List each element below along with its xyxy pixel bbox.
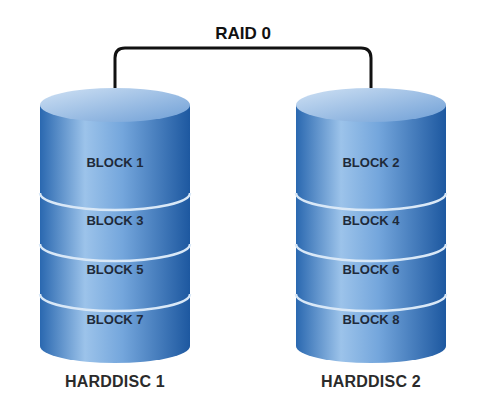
disk-cylinder: HARDDISC 2BLOCK 2BLOCK 4BLOCK 6BLOCK 8 xyxy=(296,88,446,363)
block-label: BLOCK 7 xyxy=(40,312,190,327)
block-label: BLOCK 6 xyxy=(296,262,446,277)
data-block-band: BLOCK 6 xyxy=(296,246,446,294)
data-block-band: BLOCK 2 xyxy=(296,138,446,188)
disk-label: HARDDISC 2 xyxy=(266,373,476,391)
raid-connector xyxy=(115,48,371,88)
block-label: BLOCK 4 xyxy=(296,213,446,228)
block-label: BLOCK 2 xyxy=(296,155,446,170)
block-label: BLOCK 8 xyxy=(296,312,446,327)
data-block-band: BLOCK 4 xyxy=(296,196,446,246)
disk-label: HARDDISC 1 xyxy=(10,373,220,391)
data-block-band: BLOCK 8 xyxy=(296,296,446,344)
data-block-band: BLOCK 5 xyxy=(40,246,190,294)
block-label: BLOCK 1 xyxy=(40,155,190,170)
block-label: BLOCK 5 xyxy=(40,262,190,277)
data-block-band: BLOCK 3 xyxy=(40,196,190,246)
block-label: BLOCK 3 xyxy=(40,213,190,228)
data-block-band: BLOCK 1 xyxy=(40,138,190,188)
disk-cylinder: HARDDISC 1BLOCK 1BLOCK 3BLOCK 5BLOCK 7 xyxy=(40,88,190,363)
raid-label: RAID 0 xyxy=(215,24,271,44)
data-block-band: BLOCK 7 xyxy=(40,296,190,344)
